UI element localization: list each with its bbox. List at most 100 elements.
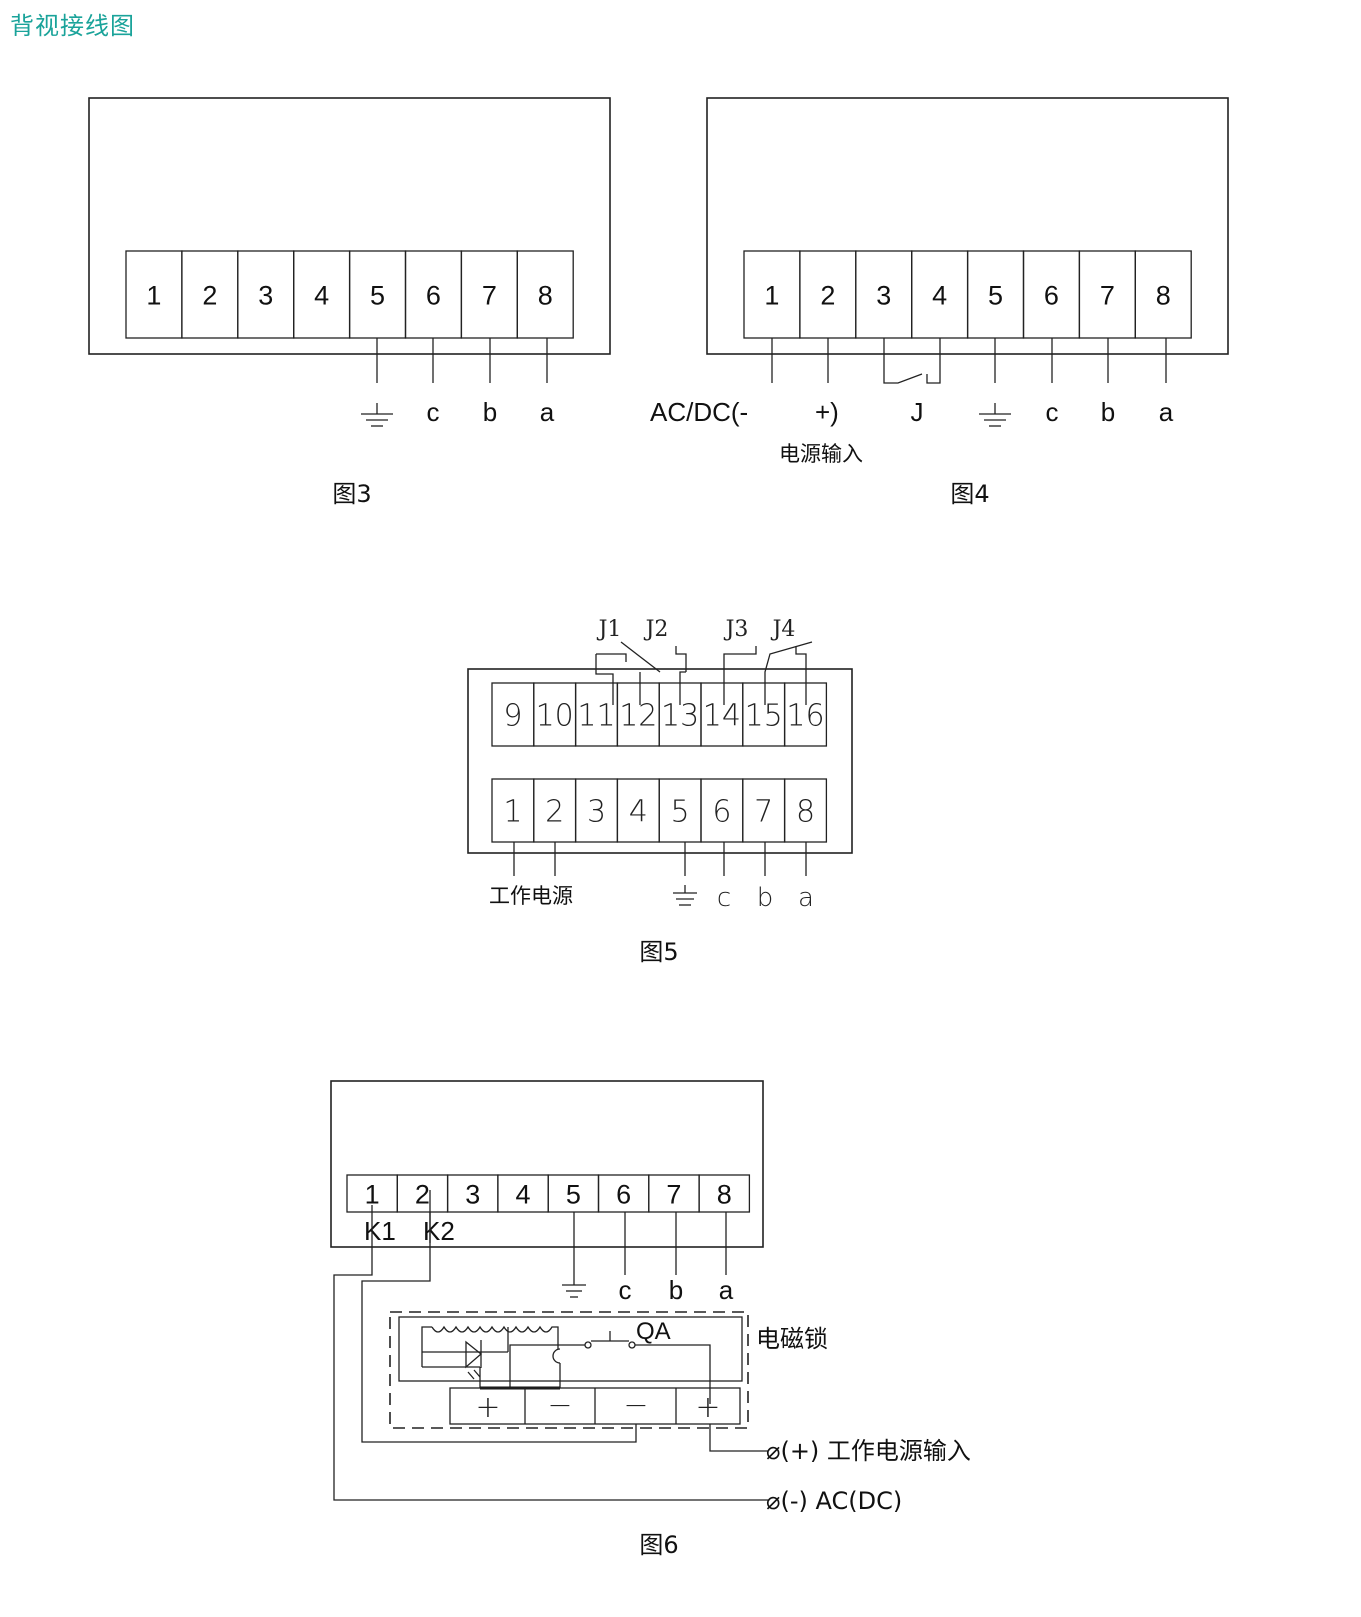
fig4-terminal-label: 6: [1044, 281, 1059, 311]
lock-terminal-3-minus: −: [623, 1388, 648, 1423]
fig4-label-c: c: [1046, 397, 1059, 427]
fig4-power-plus-label: +): [815, 397, 839, 427]
switch-qa-icon: [509, 1331, 711, 1404]
fig3-terminal-label: 8: [538, 281, 553, 311]
fig3-label-a: a: [540, 397, 555, 427]
fig6-k1-label: K1: [364, 1216, 396, 1246]
page-title: 背视接线图: [10, 12, 135, 40]
electromagnetic-lock-label: 电磁锁: [756, 1325, 828, 1353]
fig6-label-b: b: [669, 1275, 683, 1305]
fig5-relay-j4-label: J4: [771, 617, 796, 642]
fig3-label-c: c: [427, 397, 440, 427]
figure-4: 1 2 3 4 5 6 7 8 AC/DC(- +) J c b a 电源输入 图4: [650, 97, 1229, 508]
ground-icon: [673, 885, 697, 906]
fig5-bottom-terminal-label: 2: [545, 795, 564, 830]
fig6-terminal-label: 2: [415, 1180, 430, 1210]
fig4-terminal-label: 1: [764, 281, 779, 311]
fig3-terminal-label: 2: [202, 281, 217, 311]
fig6-wire-plus-input: [709, 1424, 768, 1452]
fig6-label-c: c: [619, 1275, 632, 1305]
fig6-terminal-label: 1: [365, 1180, 380, 1210]
fig4-housing: [706, 97, 1229, 355]
fig6-terminal-label: 6: [616, 1180, 631, 1210]
fig6-terminal-label: 3: [465, 1180, 480, 1210]
fig6-wire-k1: [333, 1243, 768, 1501]
fig5-top-terminal-label: 11: [577, 699, 615, 734]
fig5-top-terminal-label: 10: [536, 699, 574, 734]
fig3-housing: [88, 97, 611, 355]
fig4-terminal-label: 2: [820, 281, 835, 311]
fig5-top-terminal-label: 9: [503, 699, 522, 734]
fig3-terminal-label: 4: [314, 281, 329, 311]
ground-icon: [979, 403, 1011, 427]
plus-power-input-label: ⌀(+) 工作电源输入: [766, 1437, 971, 1465]
fig5-bottom-terminal-label: 6: [712, 795, 731, 830]
fig4-terminal-label: 8: [1156, 281, 1171, 311]
fig5-power-caption: 工作电源: [489, 884, 573, 908]
fig5-label-c: c: [717, 883, 731, 913]
fig6-terminal-label: 7: [666, 1180, 681, 1210]
fig5-bottom-terminal-label: 5: [671, 795, 690, 830]
fig6-terminal-block: 1 2 3 4 5 6 7 8: [346, 1174, 751, 1213]
fig4-power-caption: 电源输入: [779, 442, 863, 466]
fig6-terminal-label: 8: [717, 1180, 732, 1210]
lock-terminal-1-plus: +: [475, 1390, 500, 1425]
fig5-bottom-terminal-label: 4: [629, 795, 648, 830]
fig5-housing: [467, 668, 853, 854]
fig3-terminal-label: 3: [258, 281, 273, 311]
lock-terminal-block: [449, 1387, 741, 1425]
ground-icon: [562, 1275, 586, 1298]
fig5-bottom-terminal-label: 3: [587, 795, 606, 830]
fig3-caption: 图3: [332, 480, 371, 508]
fig5-bottom-terminal-label: 8: [796, 795, 815, 830]
fig6-terminal-label: 5: [566, 1180, 581, 1210]
fig4-caption: 图4: [950, 480, 989, 508]
fig6-terminal-label: 4: [516, 1180, 531, 1210]
fig5-top-terminal-label: 12: [619, 699, 657, 734]
fig5-top-terminal-label: 14: [703, 699, 741, 734]
fig3-terminal-label: 1: [146, 281, 161, 311]
fig4-terminal-8: [1134, 250, 1192, 339]
relay-j2-icon: [675, 646, 687, 705]
fig3-terminal-label: 7: [482, 281, 497, 311]
fig5-top-terminal-label: 15: [745, 699, 783, 734]
fig5-bottom-terminal-label: 7: [754, 795, 773, 830]
figure-6: 1 2 3 4 5 6 7 8 K1 K2 c b a: [330, 1080, 971, 1559]
fig4-label-a: a: [1159, 397, 1174, 427]
relay-j3-icon: [723, 646, 757, 705]
fig6-label-a: a: [719, 1275, 734, 1305]
fig3-terminal-label: 6: [426, 281, 441, 311]
fig4-terminal-label: 7: [1100, 281, 1115, 311]
fig4-terminal-label: 5: [988, 281, 1003, 311]
ground-icon: [361, 403, 393, 427]
fig4-label-b: b: [1101, 397, 1115, 427]
electromagnetic-lock-enclosure: [389, 1311, 749, 1429]
lock-inner-box: [398, 1316, 743, 1382]
fig4-terminal-block: 1 2 3 4 5 6 7 8: [743, 250, 1192, 339]
coil-icon: [421, 1325, 559, 1368]
fig3-terminal-8: [516, 250, 574, 339]
fig6-wire-k2: [361, 1190, 637, 1443]
fig5-relay-j1-label: J1: [597, 617, 622, 642]
fig5-bottom-terminal-label: 1: [503, 795, 522, 830]
minus-acdc-input-label: ⌀(-) AC(DC): [766, 1487, 902, 1515]
fig5-caption: 图5: [639, 938, 678, 966]
led-icon: [465, 1340, 483, 1388]
fig4-terminal-label: 3: [876, 281, 891, 311]
fig6-terminal-8: [698, 1174, 751, 1213]
fig3-label-b: b: [483, 397, 497, 427]
relay-contact-icon: [883, 338, 941, 384]
fig5-label-a: a: [798, 883, 814, 913]
fig4-relay-label: J: [911, 397, 924, 427]
fig4-power-minus-label: AC/DC(-: [650, 397, 748, 427]
fig6-k2-label: K2: [423, 1216, 455, 1246]
fig5-label-b: b: [757, 883, 774, 913]
fig4-terminal-label: 4: [932, 281, 947, 311]
switch-qa-label: QA: [636, 1318, 671, 1345]
fig6-caption: 图6: [639, 1531, 678, 1559]
